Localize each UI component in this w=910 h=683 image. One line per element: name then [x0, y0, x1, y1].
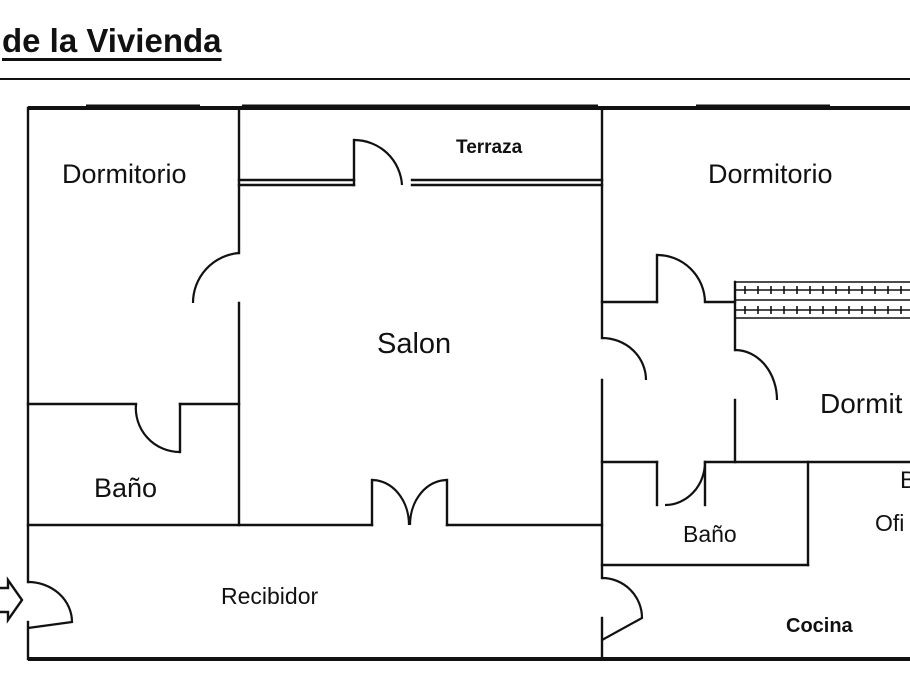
- room-label-dormitorio-partial: Dormit: [820, 388, 903, 419]
- room-label-recibidor: Recibidor: [221, 583, 318, 609]
- room-label-b-partial: B: [900, 467, 910, 494]
- room-label-cocina: Cocina: [786, 615, 854, 637]
- entry-arrow-icon: [0, 576, 24, 624]
- walls: [26, 106, 910, 661]
- room-label-terraza: Terraza: [456, 137, 523, 158]
- room-label-oficina-partial: Ofi: [875, 510, 904, 536]
- room-label-dormitorio-left: Dormitorio: [62, 159, 187, 189]
- wardrobe-rail: [735, 281, 910, 319]
- room-label-bano-left: Baño: [94, 473, 157, 503]
- room-label-salon: Salon: [377, 328, 451, 360]
- page-title: de la Vivienda: [2, 22, 222, 59]
- room-label-bano-right: Baño: [683, 521, 737, 547]
- room-label-dormitorio-right: Dormitorio: [708, 159, 833, 189]
- doors: [27, 138, 779, 641]
